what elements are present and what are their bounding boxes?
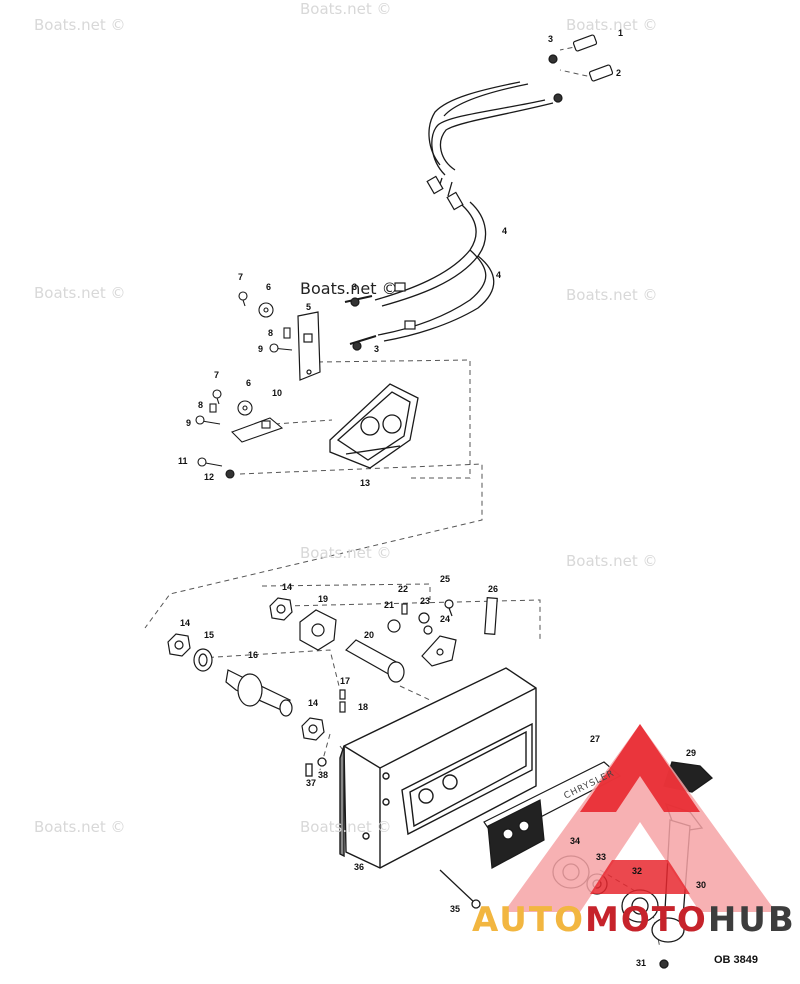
callout: 32	[632, 866, 643, 876]
watermark: Boats.net ©	[34, 284, 126, 302]
control-box-36	[339, 667, 537, 869]
callout: 29	[686, 748, 697, 758]
automotohub-logo: AUTOMOTOHUB	[472, 900, 796, 940]
callout: 4	[502, 226, 508, 236]
drawing-code: OB 3849	[714, 954, 759, 966]
callout: 14	[308, 698, 319, 708]
callout: 3	[548, 34, 554, 44]
callout: 2	[616, 68, 622, 78]
watermark: Boats.net ©	[34, 818, 126, 836]
callout: 9	[186, 418, 192, 428]
callout: 34	[570, 836, 581, 846]
logo-part-hub: HUB	[707, 900, 796, 940]
mounting-plate-13	[329, 383, 419, 469]
callout: 14	[282, 582, 293, 592]
center-watermark: Boats.net ©	[300, 279, 398, 298]
watermark: Boats.net ©	[300, 544, 392, 562]
callout: 21	[384, 600, 395, 610]
callout: 6	[266, 282, 272, 292]
callout: 3	[352, 282, 358, 292]
callout: 30	[696, 880, 707, 890]
callout: 7	[214, 370, 220, 380]
callout: 5	[306, 302, 312, 312]
mid-parts	[167, 597, 498, 741]
fittings-1-2	[350, 34, 614, 351]
logo-mark	[504, 724, 776, 912]
callout: 26	[488, 584, 499, 594]
bolts-35-37-38	[305, 757, 481, 909]
callout: 17	[340, 676, 351, 686]
control-cables	[374, 81, 554, 342]
callout: 19	[318, 594, 329, 604]
watermark: Boats.net ©	[566, 552, 658, 570]
callout: 8	[198, 400, 204, 410]
callout: 22	[398, 584, 409, 594]
nameplate-27	[483, 761, 622, 869]
callout: 31	[636, 958, 647, 968]
callout: 36	[354, 862, 365, 872]
watermark: Boats.net ©	[566, 16, 658, 34]
callout: 4	[496, 270, 502, 280]
callout: 27	[590, 734, 601, 744]
callout: 20	[364, 630, 375, 640]
callout: 3	[374, 344, 380, 354]
callout: 14	[180, 618, 191, 628]
cable-end-fittings	[344, 175, 464, 345]
callout: 23	[420, 596, 431, 606]
bracket-5	[297, 311, 321, 381]
watermark: Boats.net ©	[300, 818, 392, 836]
logo-part-moto: MOTO	[584, 900, 708, 940]
callout: 38	[318, 770, 329, 780]
callout: 6	[246, 378, 252, 388]
logo-part-auto: AUTO	[472, 900, 585, 940]
callout: 10	[272, 388, 283, 398]
callout: 8	[268, 328, 274, 338]
callout: 33	[596, 852, 607, 862]
callout: 37	[306, 778, 317, 788]
callout: 16	[248, 650, 259, 660]
callout: 11	[178, 456, 188, 466]
callout: 25	[440, 574, 451, 584]
watermark: Boats.net ©	[300, 0, 392, 18]
callout: 18	[358, 702, 369, 712]
small-hardware	[195, 291, 293, 479]
watermark: Boats.net ©	[566, 286, 658, 304]
callout: 1	[618, 28, 624, 38]
callout: 35	[450, 904, 461, 914]
watermark: Boats.net ©	[34, 16, 126, 34]
callout: 24	[440, 614, 451, 624]
callout: 15	[204, 630, 215, 640]
callout: 7	[238, 272, 244, 282]
callout: 13	[360, 478, 371, 488]
callout: 12	[204, 472, 215, 482]
callout: 9	[258, 344, 264, 354]
